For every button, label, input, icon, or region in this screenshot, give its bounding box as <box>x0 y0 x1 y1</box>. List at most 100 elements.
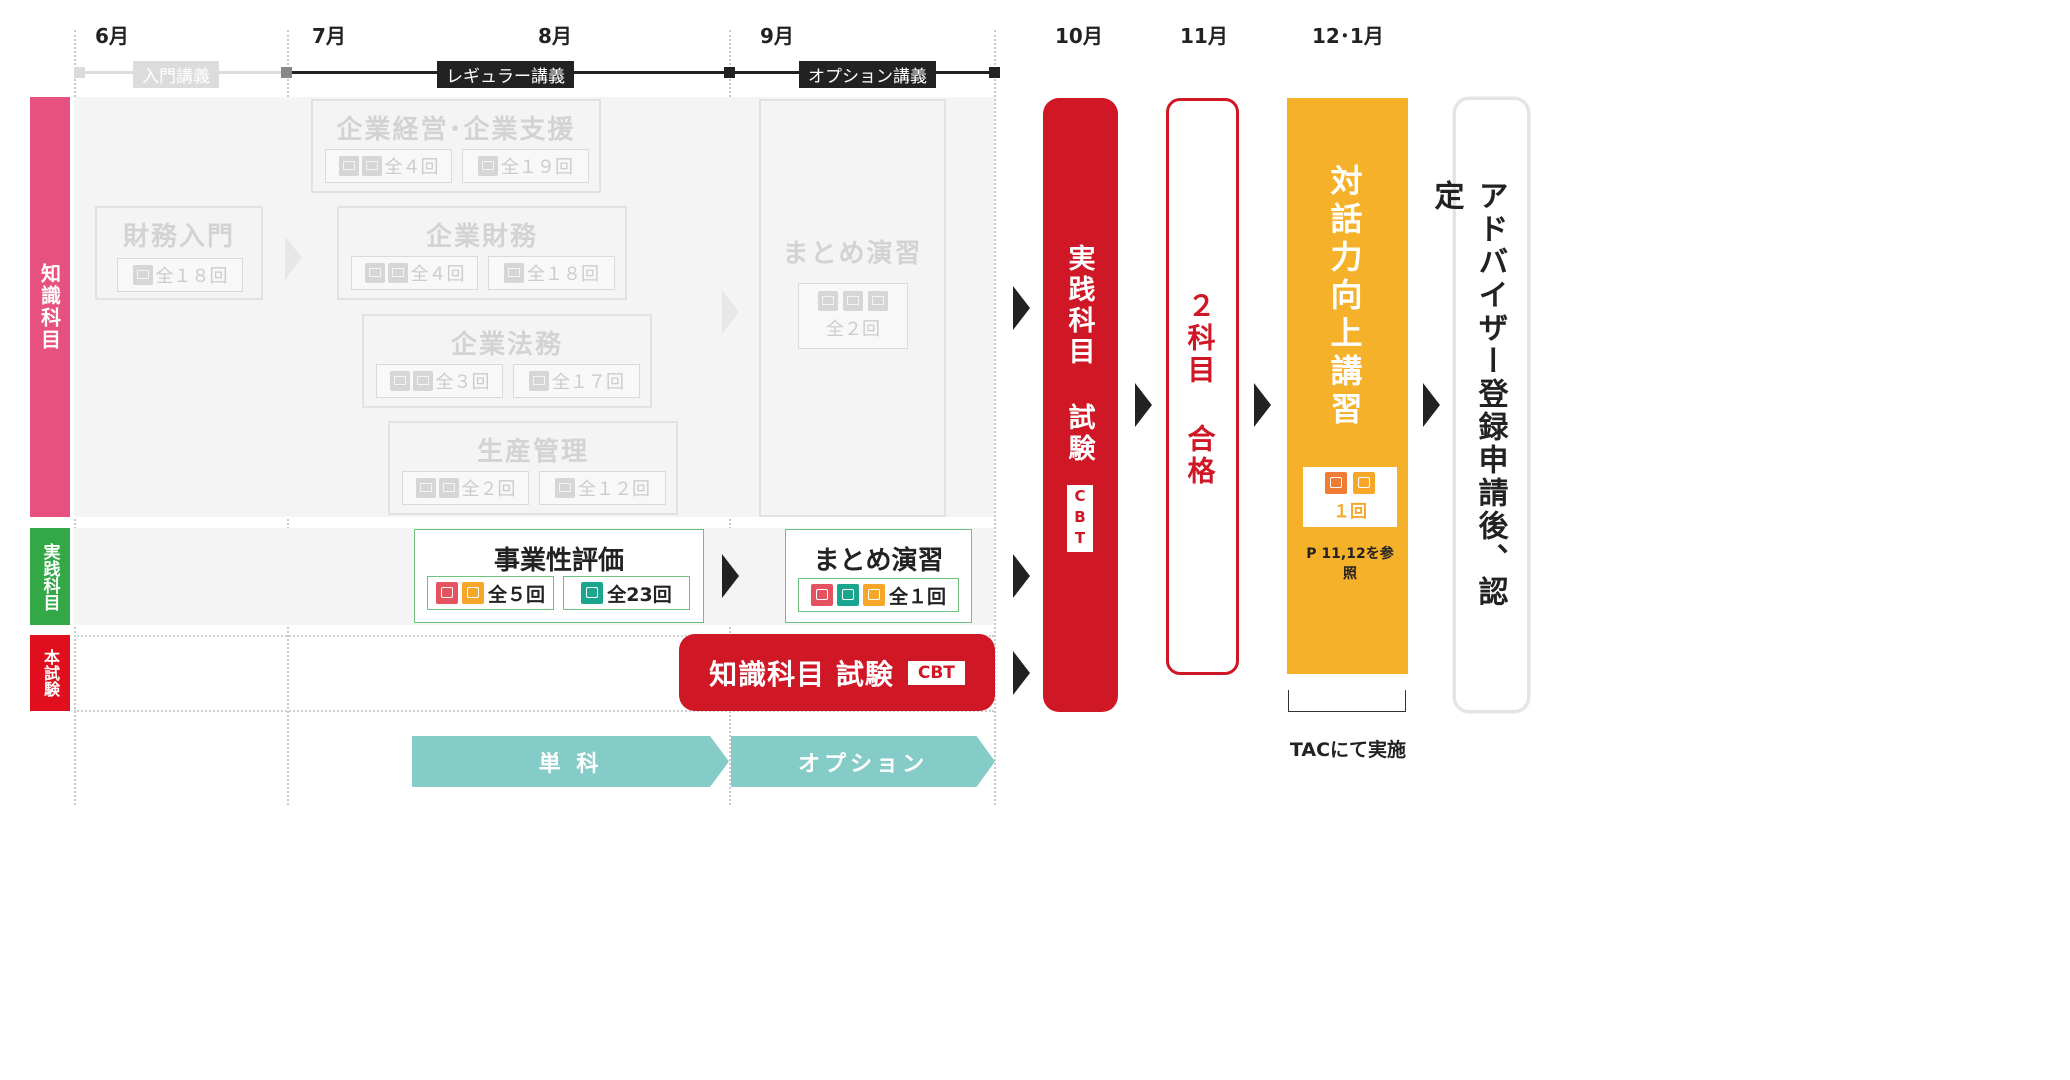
course-count-a: 全２回 <box>461 479 516 500</box>
course-count-a: 全４回 <box>384 157 439 178</box>
month-july: 7月 <box>312 24 346 48</box>
tac-bracket <box>1288 690 1406 712</box>
course-seisan: 生産管理 全２回 全１２回 <box>388 421 678 515</box>
row-tag-practical: 実践科目 <box>30 528 70 625</box>
classroom-icon <box>415 478 436 498</box>
arrow-right-icon <box>1013 651 1030 695</box>
course-count: 全１８回 <box>155 266 228 287</box>
timeline-marker <box>724 67 735 78</box>
video-icon <box>862 584 885 606</box>
course-count-box-b: 全１８回 <box>488 256 615 290</box>
course-count-box: 全１８回 <box>117 258 243 292</box>
textbook-icon <box>529 371 549 391</box>
course-keiei: 企業経営･企業支援 全４回 全１９回 <box>311 99 601 193</box>
classroom-icon <box>435 582 458 604</box>
course-schedule-diagram: { "months": { "jun": "6月", "jul": "7月", … <box>30 24 1530 805</box>
timeline-regular-option <box>287 71 995 74</box>
course-title: 事業性評価 <box>493 546 624 576</box>
registration-box: アドバイザー登録申請後、認定 <box>1428 97 1530 713</box>
video-icon <box>412 371 433 391</box>
practical-exam-box: 実践科目 試験 CBT <box>1043 98 1118 712</box>
classroom-icon <box>364 263 385 283</box>
course-jigyosei: 事業性評価 全５回 全23回 <box>414 529 704 623</box>
phase-intro-label: 入門講義 <box>133 61 219 88</box>
month-october: 10月 <box>1055 24 1103 48</box>
course-zaimu-nyumon: 財務入門 全１８回 <box>95 206 263 300</box>
textbook-icon <box>843 291 863 311</box>
dialogue-count-box: １回 <box>1303 467 1397 527</box>
dialogue-training-title: 対話力向上講習 <box>1325 164 1364 430</box>
classroom-icon <box>1325 472 1347 494</box>
month-june: 6月 <box>95 24 129 48</box>
video-icon <box>868 291 888 311</box>
course-title: 企業経営･企業支援 <box>336 115 576 145</box>
course-count-box: 全２回 <box>798 283 908 349</box>
row-tag-knowledge: 知識科目 <box>30 97 70 517</box>
option-course-arrow: オプション <box>731 736 995 787</box>
single-course-arrow: 単 科 <box>412 736 729 787</box>
classroom-icon <box>389 371 410 391</box>
course-count-box-b: 全23回 <box>563 576 690 610</box>
registration-label: アドバイザー登録申請後、認定 <box>1428 180 1508 609</box>
course-matome-practical: まとめ演習 全１回 <box>785 529 972 623</box>
pass-box: ２科目 合格 <box>1166 98 1239 675</box>
video-icon <box>461 582 484 604</box>
course-title: 財務入門 <box>122 222 235 252</box>
course-title: まとめ演習 <box>813 546 944 576</box>
textbook-icon <box>581 582 604 604</box>
month-august: 8月 <box>538 24 572 48</box>
knowledge-exam-box: 知識科目 試験 CBT <box>679 634 995 711</box>
exam-row-bottom-line <box>74 710 994 712</box>
course-count-box-a: 全４回 <box>325 149 452 183</box>
arrow-right-icon <box>1135 383 1152 427</box>
arrow-right-icon <box>722 290 739 334</box>
course-title: 企業法務 <box>450 330 563 360</box>
option-course-label: オプション <box>797 751 928 777</box>
course-title: 企業財務 <box>425 222 538 252</box>
course-count: 全１回 <box>888 585 946 608</box>
textbook-icon <box>478 156 498 176</box>
dialogue-count: １回 <box>1333 502 1367 522</box>
timeline-marker <box>281 67 292 78</box>
month-september: 9月 <box>760 24 794 48</box>
course-count: 全２回 <box>826 319 880 340</box>
video-icon <box>1353 472 1375 494</box>
course-count-box: 全１回 <box>798 578 959 612</box>
guide-line <box>994 30 996 805</box>
cbt-badge: CBT <box>1067 485 1093 552</box>
course-count-a: 全３回 <box>435 372 490 393</box>
classroom-icon <box>810 584 833 606</box>
textbook-icon <box>555 478 575 498</box>
course-homu: 企業法務 全３回 全１７回 <box>362 314 652 408</box>
course-title: 生産管理 <box>476 437 589 467</box>
cbt-badge: CBT <box>907 660 965 685</box>
row-tag-exam: 本試験 <box>30 635 70 711</box>
course-count-box-a: 全４回 <box>351 256 478 290</box>
arrow-right-icon <box>285 236 302 280</box>
course-count-b: 全23回 <box>607 583 672 606</box>
course-count-b: 全１９回 <box>501 157 573 178</box>
video-icon <box>361 156 382 176</box>
course-title: まとめ演習 <box>782 239 923 269</box>
timeline-marker <box>74 67 85 78</box>
course-count-b: 全１８回 <box>527 264 599 285</box>
phase-option-label: オプション講義 <box>799 61 936 88</box>
icon-group <box>818 291 888 311</box>
course-count-box-b: 全１７回 <box>513 364 640 398</box>
month-december-january: 12･1月 <box>1312 24 1384 48</box>
course-zaimu: 企業財務 全４回 全１８回 <box>337 206 627 300</box>
textbook-icon <box>504 263 524 283</box>
course-count-box-a: 全５回 <box>427 576 554 610</box>
classroom-icon <box>818 291 838 311</box>
classroom-icon <box>338 156 359 176</box>
course-count-box-b: 全１９回 <box>462 149 589 183</box>
phase-regular-label: レギュラー講義 <box>437 61 574 88</box>
course-count-a: 全４回 <box>410 264 465 285</box>
single-course-label: 単 科 <box>538 751 603 777</box>
arrow-right-icon <box>1013 286 1030 330</box>
arrow-right-icon <box>722 554 739 598</box>
arrow-right-icon <box>1254 383 1271 427</box>
course-count-a: 全５回 <box>487 583 545 606</box>
exam-row-top-line <box>74 635 994 637</box>
month-november: 11月 <box>1180 24 1228 48</box>
